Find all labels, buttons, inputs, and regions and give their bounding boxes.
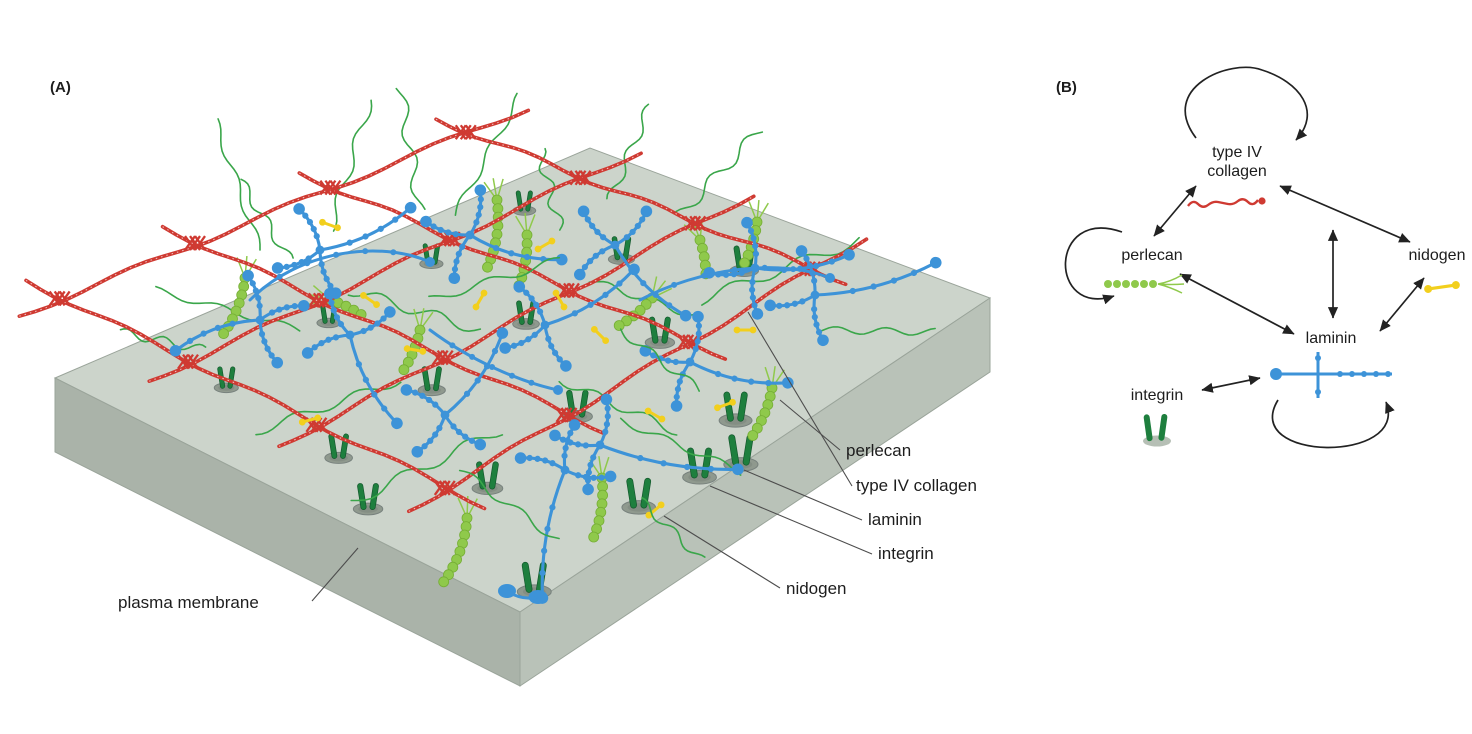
integrin-leader-line [709, 485, 873, 555]
type-iv-collagen-icon [1187, 197, 1266, 208]
arrow-perlecan-laminin [1179, 273, 1295, 335]
type-iv-collagen-self-loop-arrow [1184, 66, 1309, 141]
laminin-label: laminin [868, 510, 922, 529]
laminin-leader-line [743, 469, 863, 521]
node-nidogen: nidogen [1409, 247, 1466, 264]
nidogen-leader-line [663, 515, 781, 589]
perlecan-self-loop-arrow [1064, 227, 1123, 305]
laminin-layer [169, 184, 942, 604]
green-fibril-layer [119, 87, 936, 502]
perlecan-icon [1104, 274, 1185, 294]
laminin-icon [1270, 352, 1392, 398]
green-fibril-top-layer [428, 256, 706, 558]
node-type-iv-line2: collagen [1207, 163, 1267, 180]
integrin-label: integrin [878, 544, 934, 563]
arrow-collagen-nidogen [1279, 185, 1411, 243]
panel-a-label: (A) [50, 79, 71, 96]
panel-b-interaction-diagram: (B) [1056, 66, 1466, 449]
type-iv-collagen-network-layer [17, 108, 869, 514]
node-perlecan: perlecan [1121, 247, 1182, 264]
type-iv-collagen-label: type IV collagen [856, 476, 977, 495]
integrin-icon [1143, 413, 1171, 447]
plasma-membrane-leader-line [311, 547, 359, 602]
plasma-membrane-label: plasma membrane [118, 593, 259, 612]
nidogen-icon [1424, 281, 1460, 293]
node-laminin: laminin [1306, 330, 1357, 347]
type-iv-collagen-leader-line [747, 311, 853, 487]
arrow-integrin-laminin [1201, 375, 1261, 393]
arrow-nidogen-laminin [1379, 277, 1425, 332]
perlecan-leader-line [779, 399, 841, 451]
node-type-iv-line1: type IV [1212, 144, 1262, 161]
perlecan-label: perlecan [846, 441, 911, 460]
arrow-collagen-perlecan [1153, 185, 1197, 237]
laminin-self-loop-arrow [1271, 399, 1395, 449]
nidogen-label: nidogen [786, 579, 847, 598]
panel-a-annotations: (A) perlecan type IV collagen laminin in… [50, 79, 977, 612]
panel-b-label: (B) [1056, 79, 1077, 96]
node-integrin: integrin [1131, 387, 1183, 404]
nidogen-layer [298, 218, 757, 519]
